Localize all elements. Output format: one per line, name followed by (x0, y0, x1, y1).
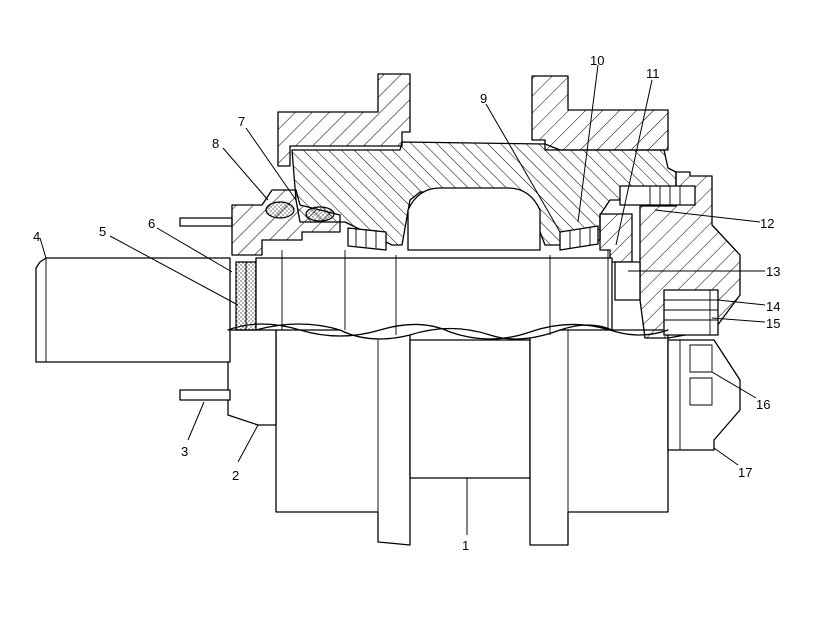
pin-lower (179, 389, 231, 401)
break-line (227, 323, 669, 340)
callout-15: 15 (766, 316, 780, 331)
seal-dotted (235, 261, 257, 331)
shaft-centre (255, 250, 613, 340)
leader-lines (39, 64, 766, 535)
callout-9: 9 (480, 91, 487, 106)
callout-4: 4 (33, 229, 40, 244)
end-cover-section (614, 171, 741, 339)
callout-12: 12 (760, 216, 774, 231)
callout-1: 1 (462, 538, 469, 553)
housing-section (277, 73, 669, 167)
callout-11: 11 (646, 66, 660, 81)
pin-upper (179, 217, 233, 227)
shaft (35, 257, 231, 363)
callout-3: 3 (181, 444, 188, 459)
callout-13: 13 (766, 264, 780, 279)
callout-5: 5 (99, 224, 106, 239)
callout-10: 10 (590, 53, 604, 68)
callout-labels: 1 2 3 4 5 6 7 8 9 10 11 12 13 14 15 16 1… (33, 53, 780, 553)
callout-17: 17 (738, 465, 752, 480)
callout-7: 7 (238, 114, 245, 129)
roller-shell-lower (227, 329, 741, 546)
callout-2: 2 (232, 468, 239, 483)
callout-14: 14 (766, 299, 780, 314)
callout-6: 6 (148, 216, 155, 231)
left-bearing (231, 189, 387, 256)
callout-16: 16 (756, 397, 770, 412)
callout-8: 8 (212, 136, 219, 151)
